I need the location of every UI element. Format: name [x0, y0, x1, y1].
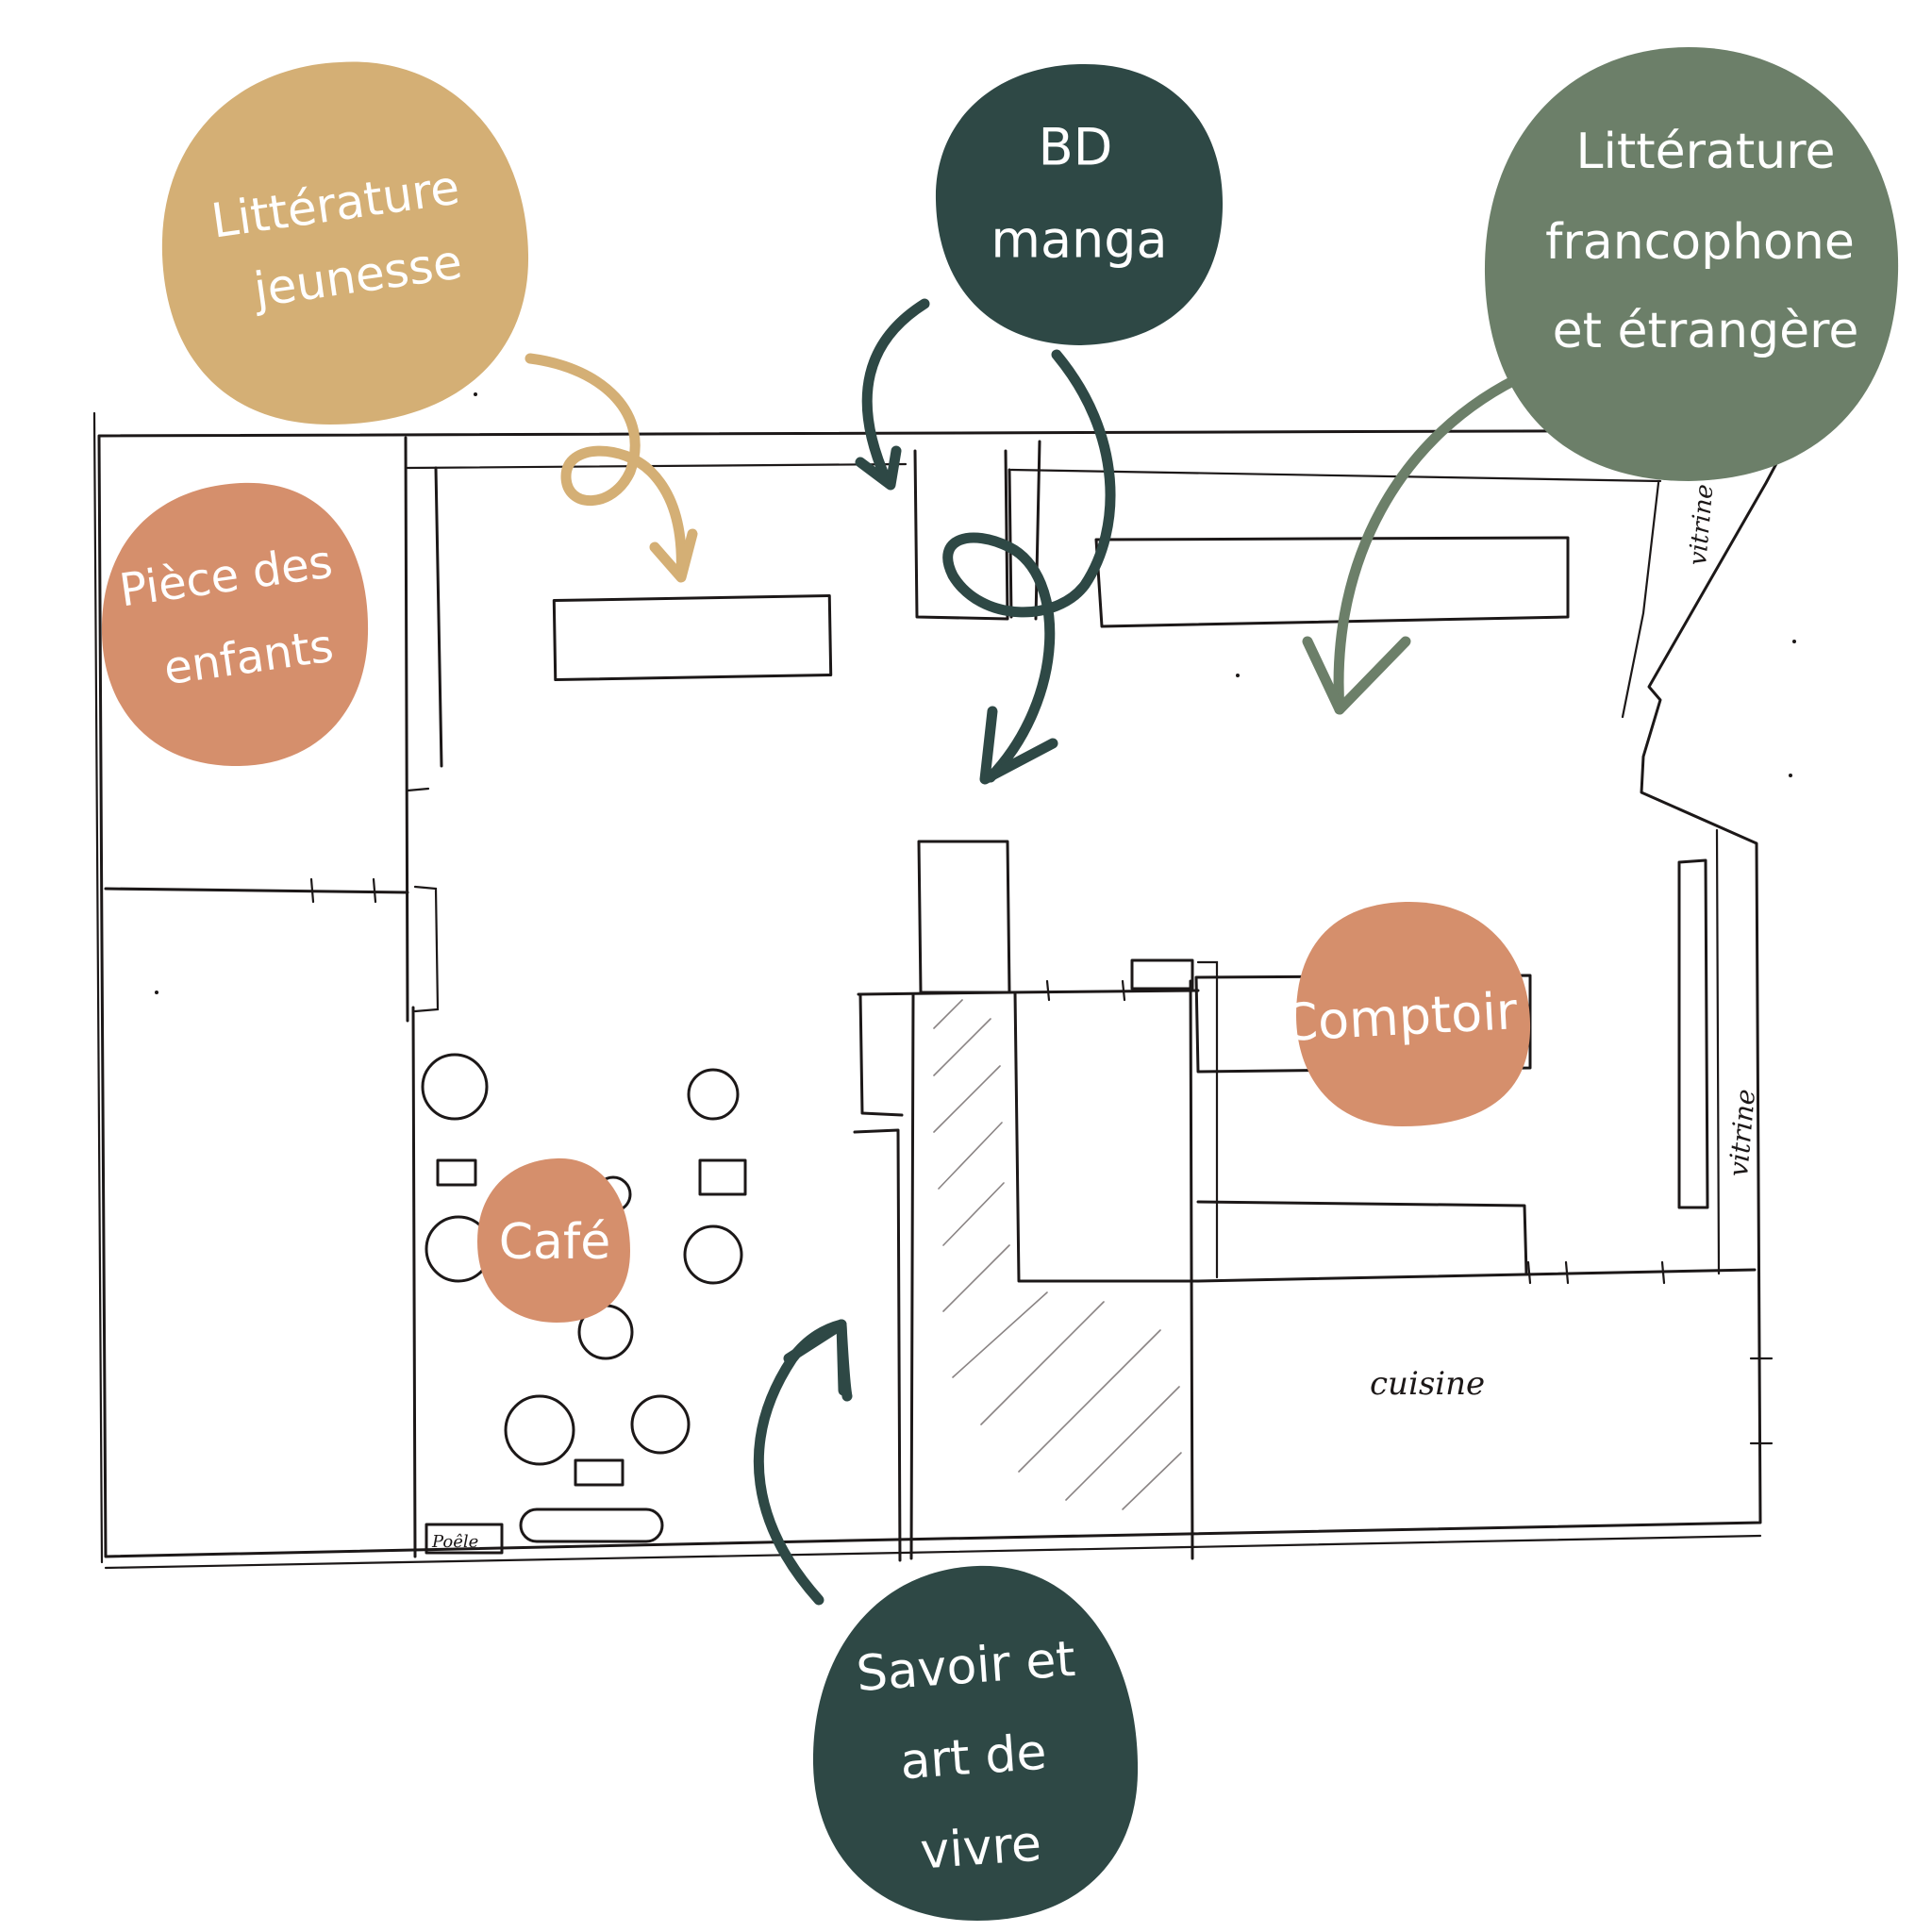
zone-blob — [1296, 901, 1531, 1126]
arrow-savoir — [753, 1319, 853, 1606]
arrow-bd-small — [855, 298, 930, 491]
cuisine-label: cuisine — [1370, 1365, 1485, 1403]
arrow-jeunesse — [525, 353, 698, 583]
vitrine-label-top: vitrine — [1684, 483, 1719, 567]
arrow-francophone — [1302, 368, 1534, 715]
zone-comptoir: Comptoir — [1281, 901, 1531, 1126]
zone-label: vivre — [919, 1816, 1043, 1881]
zone-label: francophone — [1545, 214, 1855, 271]
zone-blob — [101, 482, 369, 767]
zone-cafe: Café — [477, 1158, 630, 1323]
poele-label: Poêle — [431, 1532, 478, 1552]
zone-label: Littérature — [1575, 124, 1835, 180]
hatched-area — [933, 999, 1182, 1510]
zone-jeunesse: Littérature jeunesse — [161, 61, 529, 425]
zone-label: et étrangère — [1553, 303, 1859, 359]
zone-label: manga — [991, 210, 1167, 270]
zone-blob — [477, 1158, 630, 1323]
zone-blob — [935, 63, 1224, 345]
arrow-bd-large — [942, 349, 1116, 785]
zone-enfants: Pièce des enfants — [101, 482, 369, 767]
zone-label: Café — [499, 1214, 610, 1271]
zone-savoir: Savoir et art de vivre — [812, 1565, 1139, 1921]
zone-francophone: Littérature francophone et étrangère — [1484, 47, 1899, 481]
zone-blob — [1484, 47, 1899, 481]
zone-label: art de — [898, 1724, 1048, 1791]
zone-bd: BD manga — [935, 63, 1224, 345]
zone-label: Comptoir — [1281, 981, 1520, 1053]
zone-label: BD — [1039, 118, 1113, 177]
zone-blob — [812, 1565, 1139, 1921]
zone-blob — [161, 61, 529, 425]
vitrine-label-right: vitrine — [1723, 1088, 1761, 1177]
